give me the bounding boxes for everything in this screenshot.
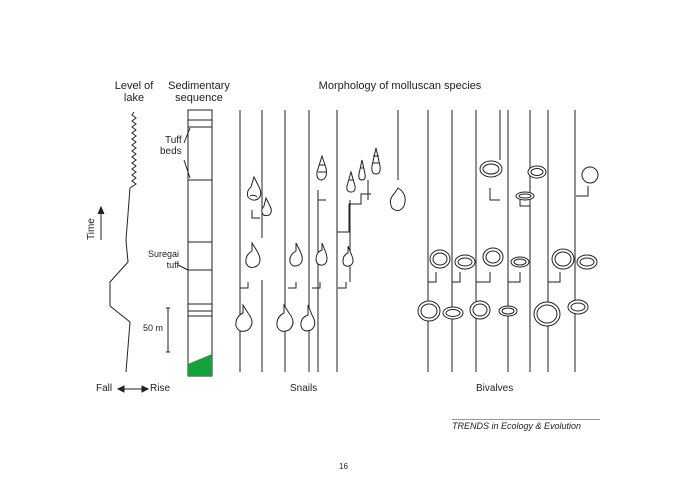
- bivalve-icon: [515, 191, 535, 201]
- sediment-column: [187, 109, 213, 377]
- scale-label: 50 m: [143, 323, 164, 333]
- bivalve-icon: [469, 300, 491, 320]
- suregai-tuff-label: Suregai tuff: [148, 249, 180, 270]
- bivalve-icon: [527, 165, 547, 179]
- bivalve-icon: [567, 299, 589, 315]
- bivalve-icon: [429, 249, 451, 269]
- snail-lineages: [239, 110, 399, 372]
- snail-icon: [358, 159, 366, 181]
- bivalve-icon: [510, 256, 530, 268]
- bivalve-icon: [576, 254, 598, 270]
- bivalve-icon: [417, 300, 441, 322]
- credit-text: TRENDS in Ecology & Evolution: [452, 421, 582, 431]
- snail-shells: [235, 147, 406, 332]
- bivalves-label: Bivalves: [476, 383, 514, 394]
- suregai-pointer: [177, 264, 189, 271]
- bivalve-icon: [482, 247, 504, 267]
- snails-label: Snails: [290, 383, 318, 394]
- snail-icon: [346, 170, 356, 193]
- snail-icon: [371, 147, 381, 175]
- time-arrowhead: [97, 205, 105, 215]
- bivalve-shells: [417, 160, 599, 327]
- page-number: 16: [339, 462, 348, 471]
- fall-arrowhead: [116, 385, 125, 393]
- bivalve-lineages: [427, 110, 589, 372]
- rise-label: Rise: [150, 383, 171, 394]
- tuff-pointer: [183, 159, 191, 179]
- morphology-header: Morphology of molluscan species: [318, 80, 482, 92]
- snail-icon: [316, 154, 327, 181]
- lake-level-curve: [109, 111, 137, 373]
- snail-icon: [246, 175, 262, 201]
- snail-icon: [289, 242, 303, 267]
- snail-icon: [342, 245, 354, 267]
- snail-icon: [389, 187, 406, 212]
- snail-icon: [245, 241, 261, 268]
- rise-arrowhead: [141, 385, 150, 393]
- snail-icon: [315, 242, 328, 266]
- bivalve-icon: [498, 305, 518, 317]
- tuff-beds-label: Tuff beds: [160, 135, 182, 157]
- tuff-pointer: [183, 127, 191, 144]
- fall-label: Fall: [96, 383, 113, 394]
- base-sediment-fill: [188, 354, 212, 376]
- bivalve-icon: [442, 306, 464, 320]
- level-of-lake-header: Level of lake: [114, 80, 154, 104]
- credit-rule: [452, 419, 600, 420]
- snail-icon: [300, 304, 316, 332]
- bivalve-icon: [454, 254, 476, 270]
- snail-icon: [235, 303, 253, 332]
- bivalve-icon: [581, 166, 599, 184]
- snail-icon: [261, 196, 272, 217]
- bivalve-icon: [479, 160, 503, 178]
- snail-icon: [276, 303, 294, 332]
- bivalve-icon: [551, 248, 575, 270]
- bivalve-icon: [533, 301, 561, 327]
- sedimentary-sequence-header: Sedimentary sequence: [168, 80, 230, 104]
